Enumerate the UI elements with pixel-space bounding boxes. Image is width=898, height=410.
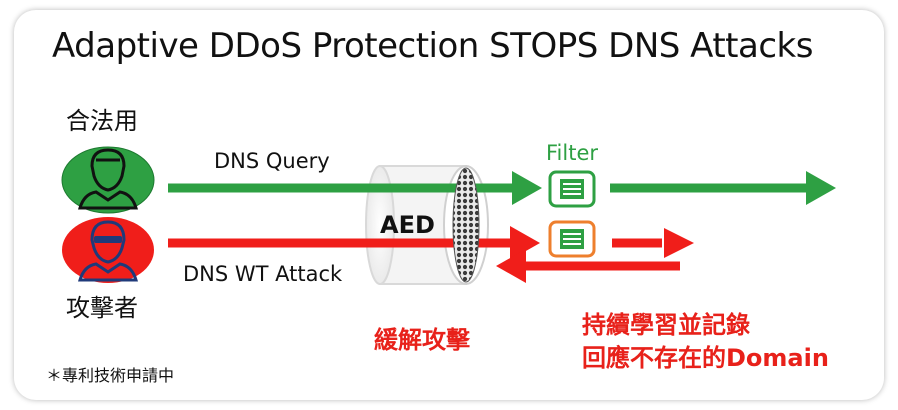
filter-label: Filter xyxy=(546,141,599,165)
dropped-flow-arrow xyxy=(612,228,694,258)
blocked-doc-icon xyxy=(548,220,596,258)
filter-doc-icon xyxy=(548,170,596,208)
legit-user-label: 合法用 xyxy=(66,107,138,135)
dns-wt-attack-label: DNS WT Attack xyxy=(183,262,343,286)
patent-note: ＊專利技術申請中 xyxy=(46,366,175,385)
forward-flow-arrow xyxy=(610,171,836,205)
learn-label-line1: 持續學習並記錄 xyxy=(582,311,750,339)
attacker-label: 攻擊者 xyxy=(66,294,138,322)
learn-label-line2: 回應不存在的Domain xyxy=(582,344,829,372)
mitigate-label: 緩解攻擊 xyxy=(374,326,470,354)
response-flow-arrow xyxy=(496,249,680,283)
aed-label: AED xyxy=(380,211,435,239)
user-icon xyxy=(61,146,155,214)
dns-query-label: DNS Query xyxy=(214,149,330,173)
mesh-filter-icon xyxy=(452,167,480,283)
hacker-icon xyxy=(62,217,154,283)
diagram-title: Adaptive DDoS Protection STOPS DNS Attac… xyxy=(52,26,813,66)
